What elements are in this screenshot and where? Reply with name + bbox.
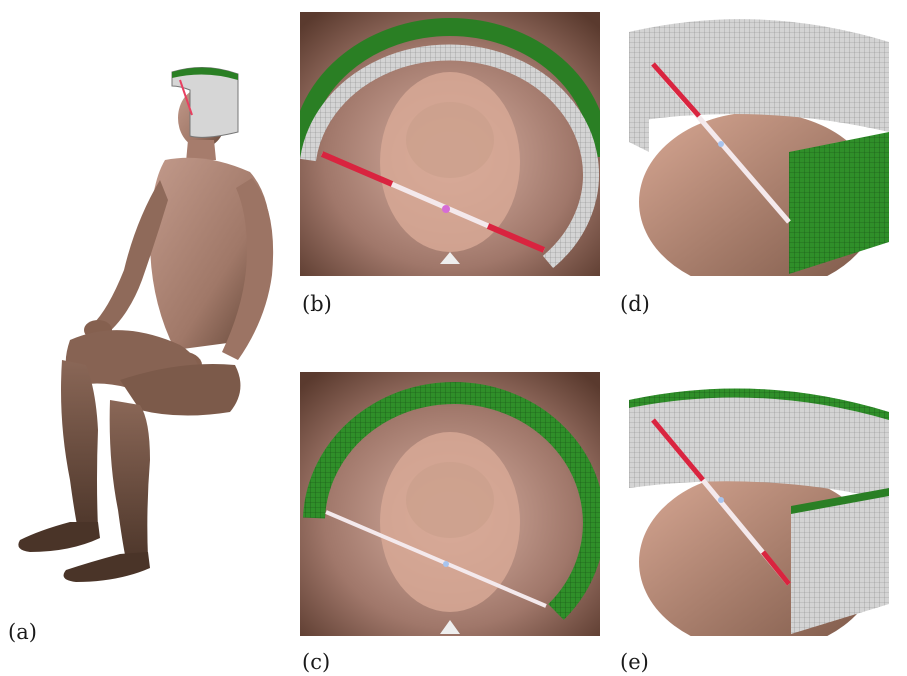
crown-shape [406,102,494,178]
top-view-green-ring-illustration [300,372,600,636]
panel-label-e: (e) [620,650,649,674]
oblique-gray-illustration [619,372,907,636]
panel-label-a: (a) [8,620,37,644]
panel-label-d: (d) [620,292,650,316]
panel-b-top-view-gray-ring [300,12,600,276]
shin-right-shape [110,400,150,560]
oblique-green-illustration [619,12,907,276]
center-point [718,141,724,147]
panel-e-oblique-view [619,372,907,636]
shin-left-shape [61,360,98,530]
foot-right-shape [64,552,150,582]
panel-label-c: (c) [302,650,330,674]
top-view-gray-ring-illustration [300,12,600,276]
center-point [442,205,450,213]
center-point [443,561,449,567]
panel-label-b: (b) [302,292,332,316]
panel-d-oblique-view [619,12,907,276]
ring-end-left [629,32,649,152]
panel-c-top-view-green-ring [300,372,600,636]
center-point [718,497,724,503]
foot-left-shape [18,522,100,552]
human-model-illustration [0,60,300,620]
crown-shape [406,462,494,538]
panel-a-human-model [0,60,300,620]
